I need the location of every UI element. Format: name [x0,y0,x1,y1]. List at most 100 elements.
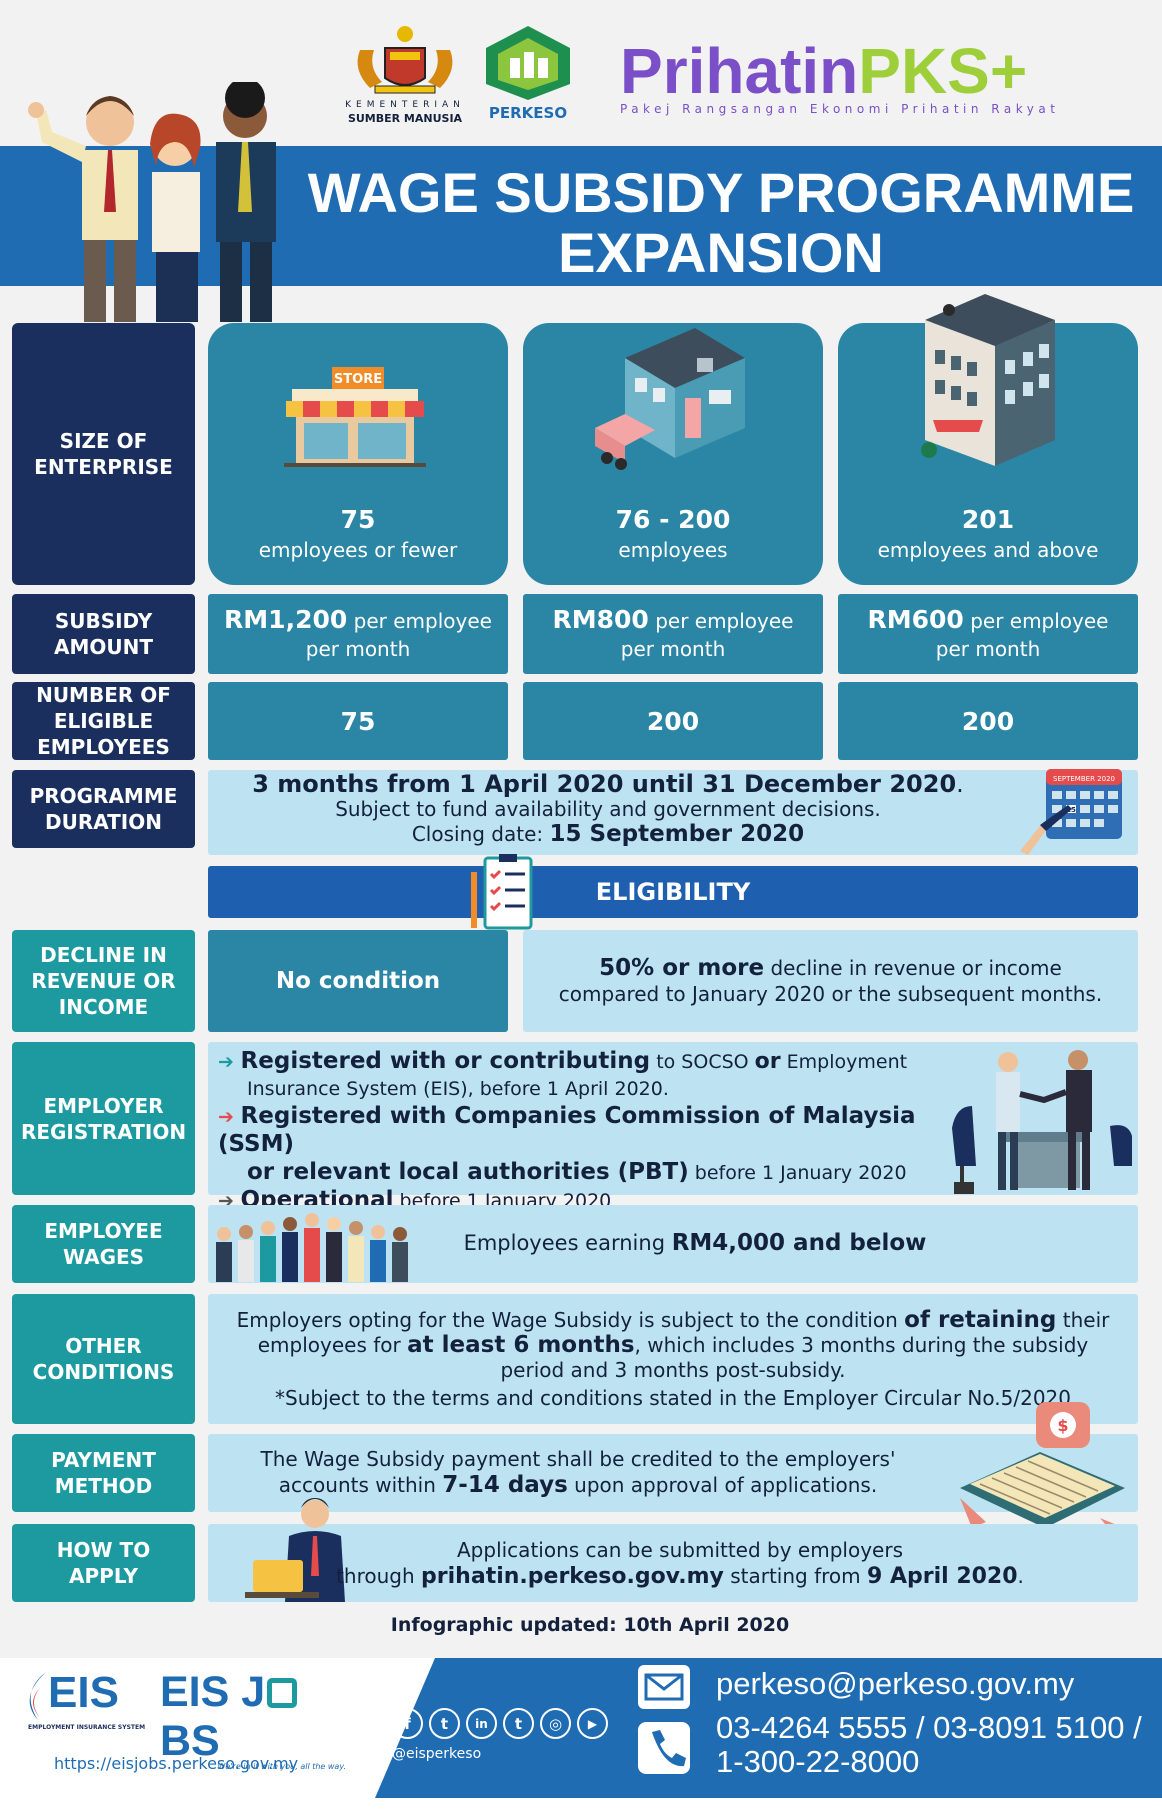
programme-duration-box [208,770,1138,855]
arrow-right-icon: ➔ [218,1051,241,1073]
store-sign-text: STORE [334,372,382,387]
infographic-updated: Infographic updated: 10th April 2020 [390,1614,790,1636]
payment-method-box [208,1434,1138,1512]
facebook-icon[interactable]: f [392,1708,423,1739]
eligible-tier3: 200 [838,682,1138,760]
ministry-line2: SUMBER MANUSIA [347,112,463,125]
employee-wages-label: EMPLOYEE WAGES [12,1205,195,1283]
wallet-money-icon: $ [960,1402,1125,1542]
tier1-count: 75 [340,505,376,534]
eis-jobs-tagline: We're in it with you, all the way. [217,1762,347,1771]
eligible-tier1: 75 [208,682,508,760]
apply-date: 9 April 2020 [866,1564,1018,1589]
tier2-desc: employees [618,538,728,562]
duration-closing-prefix: Closing date: [411,822,550,846]
other-conditions-label: OTHER CONDITIONS [12,1294,195,1424]
briefcase-icon [267,1678,298,1708]
employer-registration-label: EMPLOYER REGISTRATION [12,1042,195,1195]
eligible-employees-label: NUMBER OF ELIGIBLE EMPLOYEES [12,682,195,760]
contact-email[interactable]: perkeso@perkeso.gov.my [716,1666,1075,1701]
brand-pks: PKS+ [858,35,1028,107]
other-l1a: Employers opting for the Wage Subsidy is… [236,1307,905,1332]
arrow-right-icon: ➔ [218,1106,241,1128]
tier2-count: 76 - 200 [615,505,731,534]
eis-jobs-logo: EIS JBS We're in it with you, all the wa… [160,1668,350,1771]
reg1-bold2: or [754,1049,781,1074]
youtube-icon[interactable]: ▶ [577,1708,608,1739]
wages-text: Employees earning RM4,000 and below [420,1230,970,1256]
svg-text:$: $ [1057,1416,1068,1435]
handshake-meeting-illustration [952,1050,1132,1194]
social-handle: @eisperkeso [392,1746,482,1762]
duration-closing-date: 15 September 2020 [549,821,805,847]
eligibility-heading: ELIGIBILITY [208,866,1138,918]
title-line1: WAGE SUBSIDY PROGRAMME [307,161,1135,224]
email-icon [638,1665,690,1709]
decline-bold: 50% or more [599,955,765,981]
prihatin-brand: PrihatinPKS+ Pakej Rangsangan Ekonomi Pr… [620,34,1070,124]
eis-jobs-url[interactable]: https://eisjobs.perkeso.gov.my [54,1754,299,1773]
eis-jobs-text-2: BS [160,1717,220,1765]
payment-l2a: accounts within [278,1473,443,1497]
other-l3: period and 3 months post-subsidy. [500,1357,846,1382]
subsidy-tier1: RM1,200 per employee per month [208,594,508,674]
subsidy-tier3-unit: per employee [970,608,1109,633]
linkedin-icon[interactable]: in [466,1708,497,1739]
calendar-day: 15 [1066,806,1076,814]
apply-l2e: . [1017,1564,1024,1588]
apply-l2c: starting from [723,1564,867,1588]
apply-l2a: through [336,1564,422,1588]
other-l2a: employees for [257,1332,408,1357]
reg1-text1: to SOCSO [650,1051,755,1073]
how-to-apply-box [208,1524,1138,1602]
subsidy-amount-label: SUBSIDY AMOUNT [12,594,195,674]
title-line2: EXPANSION [558,221,884,284]
ministry-line1: KEMENTERIAN [345,100,465,110]
tier1-desc: employees or fewer [258,538,458,562]
perkeso-logo: PERKESO [480,24,576,124]
duration-line1: 3 months from 1 April 2020 until 31 Dece… [252,770,957,798]
eis-wing-icon [29,1672,46,1720]
business-people-illustration [28,82,276,322]
duration-line1-end: . [956,770,964,798]
apply-url[interactable]: prihatin.perkeso.gov.my [421,1564,724,1589]
instagram-icon[interactable]: ◎ [540,1708,571,1739]
subsidy-tier1-unit: per employee [353,608,492,633]
reg1-bold1: Registered with or contributing [240,1048,651,1074]
subsidy-tier1-amount: RM1,200 [224,604,348,634]
payment-method-label: PAYMENT METHOD [12,1434,195,1512]
duration-text: 3 months from 1 April 2020 until 31 Dece… [208,772,1008,847]
decline-line2: compared to January 2020 or the subseque… [558,982,1103,1006]
other-l2b: at least 6 months [407,1331,635,1358]
payment-text: The Wage Subsidy payment shall be credit… [208,1446,948,1498]
reg2-bold2: or relevant local authorities (PBT) [247,1159,689,1185]
duration-line2: Subject to fund availability and governm… [335,797,881,821]
tier3-desc: employees and above [877,538,1099,562]
twitter-icon[interactable]: t [429,1708,460,1739]
tumblr-icon[interactable]: t [503,1708,534,1739]
size-of-enterprise-label: SIZE OF ENTERPRISE [12,323,195,585]
phone-icon [638,1722,690,1774]
subsidy-tier3: RM600 per employee per month [838,594,1138,674]
contact-phone-line1: 03-4264 5555 / 03-8091 5100 / [716,1710,1142,1745]
subsidy-tier3-period: per month [935,636,1041,661]
apply-l1: Applications can be submitted by employe… [457,1538,903,1562]
employer-registration-box [208,1042,1138,1195]
subsidy-tier1-period: per month [305,636,411,661]
other-conditions-box: Employers opting for the Wage Subsidy is… [208,1294,1138,1424]
other-l2c: , which includes 3 months during the sub… [634,1332,1089,1357]
eis-jobs-text-1: EIS J [160,1668,266,1716]
contact-phone-line2: 1-300-22-8000 [716,1744,920,1779]
how-to-apply-label: HOW TO APPLY [12,1524,195,1602]
social-icons: f t in t ◎ ▶ [392,1708,608,1739]
eis-subtitle: EMPLOYMENT INSURANCE SYSTEM [28,1724,146,1731]
factory-icon [595,328,745,470]
store-icon: STORE [284,367,426,467]
clipboard-checklist-icon [471,854,533,930]
calendar-month: SEPTEMBER 2020 [1053,775,1115,783]
programme-duration-label: PROGRAMME DURATION [12,770,195,848]
office-building-icon [921,294,1055,466]
payment-l2b: 7-14 days [442,1472,568,1498]
wages-bold: RM4,000 and below [671,1230,927,1256]
other-l1b: of retaining [904,1306,1057,1333]
